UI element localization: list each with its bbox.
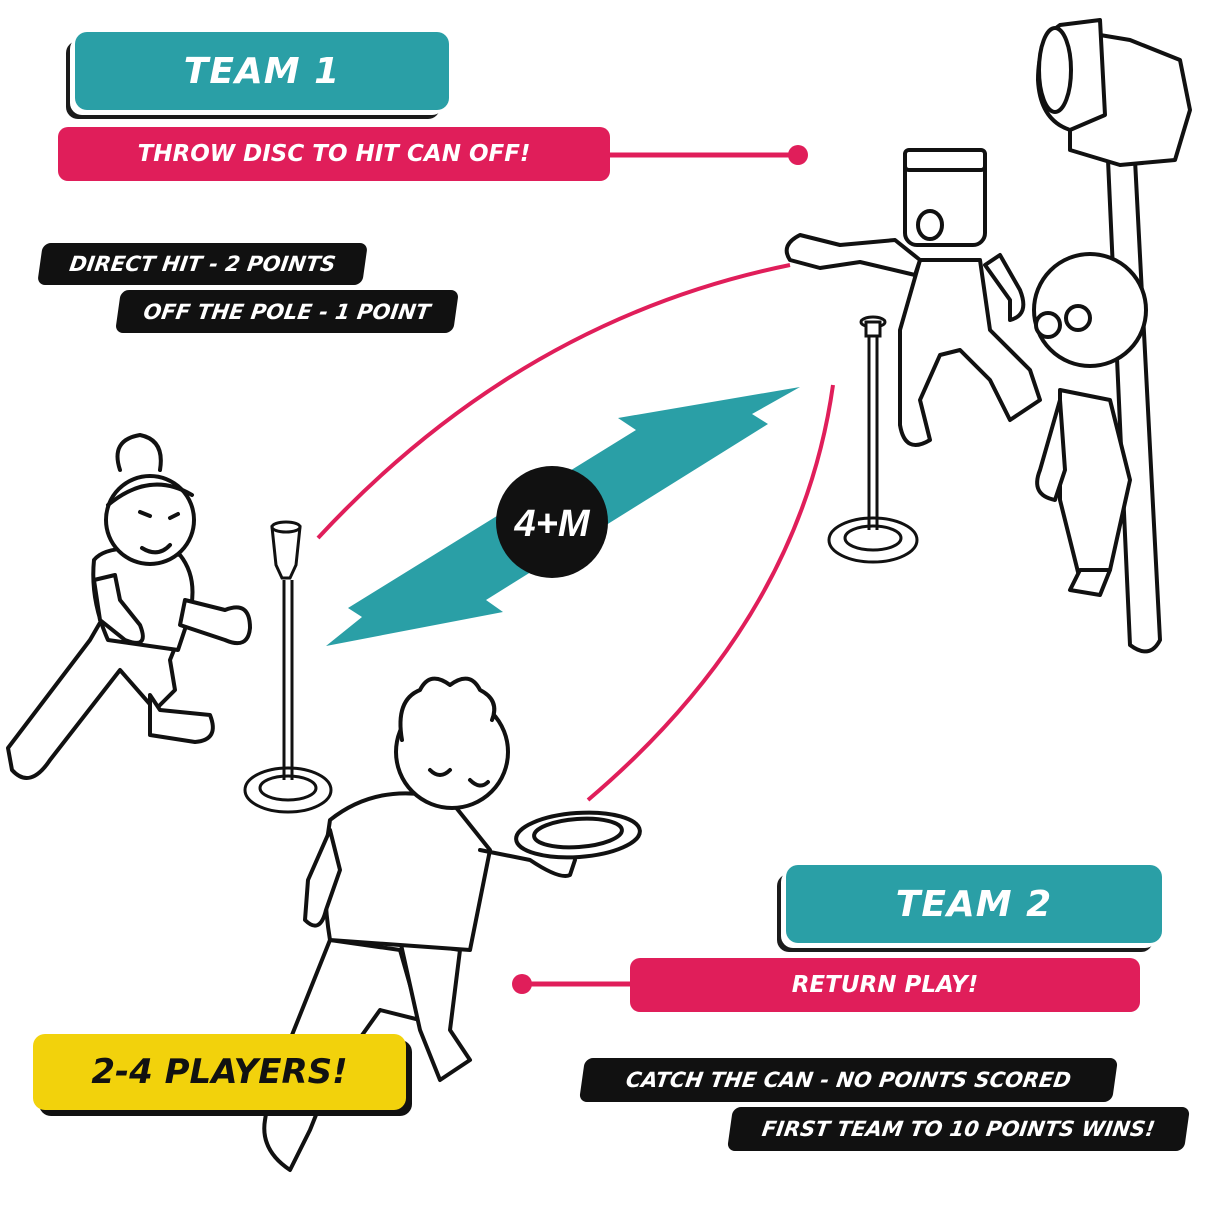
- distance-badge-text: 4+M: [514, 503, 591, 545]
- team1-rule-direct-hit: DIRECT HIT - 2 POINTS: [37, 243, 368, 285]
- distance-badge-circle: [496, 466, 608, 578]
- team1-title: TEAM 1: [75, 32, 449, 110]
- team2-title: TEAM 2: [786, 865, 1162, 943]
- team2-instruction: RETURN PLAY!: [630, 958, 1140, 1012]
- team1-rule-off-pole: OFF THE POLE - 1 POINT: [114, 290, 460, 333]
- right-pole: [827, 315, 919, 564]
- team2-rule-win: FIRST TEAM TO 10 POINTS WINS!: [726, 1107, 1191, 1151]
- mascot-figure: [1032, 18, 1192, 654]
- players-badge: 2-4 PLAYERS!: [33, 1034, 406, 1110]
- left-player-figure: [6, 433, 252, 780]
- team2-connector: [512, 974, 640, 994]
- right-player-figure: [784, 148, 1042, 447]
- team1-connector: [600, 145, 808, 165]
- throw-arc-upper: [316, 263, 791, 540]
- left-pole: [243, 520, 333, 814]
- team1-instruction: THROW DISC TO HIT CAN OFF!: [58, 127, 610, 181]
- throw-arc-lower: [586, 384, 835, 802]
- team2-rule-catch: CATCH THE CAN - NO POINTS SCORED: [578, 1058, 1119, 1102]
